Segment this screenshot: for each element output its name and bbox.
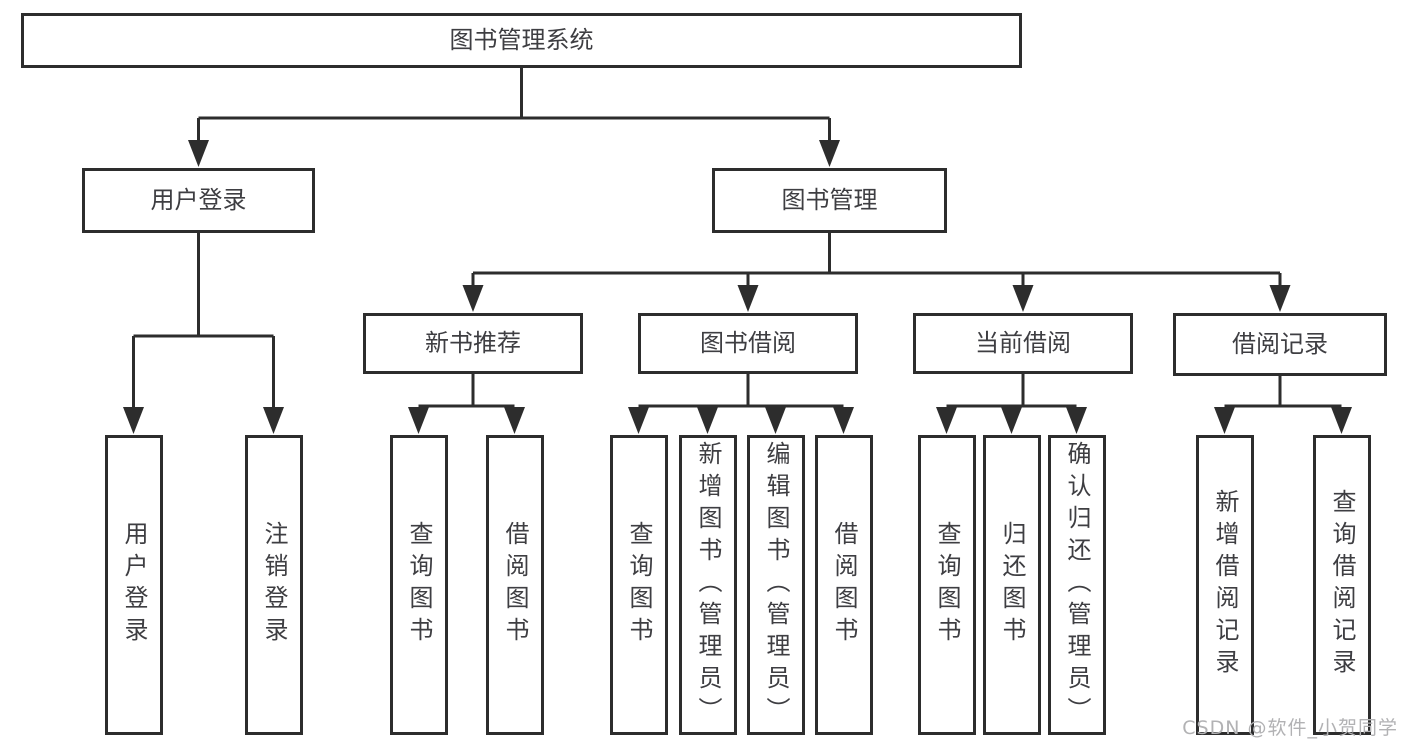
node-label: 当前借阅 — [975, 329, 1071, 358]
leaf-label: 确认归还（管理员） — [1063, 441, 1091, 729]
leaf-query-books-current: 查询图书 — [918, 435, 976, 735]
node-borrowing-records: 借阅记录 — [1173, 313, 1387, 376]
leaf-label: 归还图书 — [998, 521, 1026, 649]
leaf-label: 注销登录 — [260, 521, 288, 649]
leaf-confirm-return-admin: 确认归还（管理员） — [1048, 435, 1106, 735]
leaf-borrow-books: 借阅图书 — [815, 435, 873, 735]
node-label: 图书管理 — [781, 186, 878, 215]
leaf-edit-book-admin: 编辑图书（管理员） — [747, 435, 805, 735]
node-new-book-recommendation: 新书推荐 — [363, 313, 583, 374]
leaf-query-books-borrow: 查询图书 — [610, 435, 668, 735]
node-label: 图书管理系统 — [449, 26, 594, 55]
leaf-label: 新增借阅记录 — [1211, 489, 1239, 681]
node-library-management-system: 图书管理系统 — [21, 13, 1022, 68]
leaf-query-borrow-record: 查询借阅记录 — [1313, 435, 1371, 735]
node-current-borrowing: 当前借阅 — [913, 313, 1133, 374]
leaf-label: 借阅图书 — [830, 521, 858, 649]
leaf-user-login: 用户登录 — [105, 435, 163, 735]
leaf-label: 查询图书 — [625, 521, 653, 649]
node-book-borrowing: 图书借阅 — [638, 313, 858, 374]
node-user-login: 用户登录 — [82, 168, 315, 233]
node-label: 新书推荐 — [425, 329, 521, 358]
leaf-label: 查询借阅记录 — [1328, 489, 1356, 681]
node-label: 用户登录 — [150, 186, 247, 215]
leaf-label: 编辑图书（管理员） — [762, 441, 790, 729]
node-label: 借阅记录 — [1232, 330, 1328, 359]
leaf-logout: 注销登录 — [245, 435, 303, 735]
leaf-label: 用户登录 — [120, 521, 148, 649]
node-label: 图书借阅 — [700, 329, 796, 358]
leaf-query-books-recommend: 查询图书 — [390, 435, 448, 735]
leaf-label: 查询图书 — [405, 521, 433, 649]
leaf-borrow-books-recommend: 借阅图书 — [486, 435, 544, 735]
leaf-label: 新增图书（管理员） — [694, 441, 722, 729]
watermark: CSDN @软件_小贺同学 — [1182, 717, 1398, 739]
leaf-label: 查询图书 — [933, 521, 961, 649]
leaf-return-books: 归还图书 — [983, 435, 1041, 735]
arrowheads — [123, 140, 1352, 434]
leaf-add-book-admin: 新增图书（管理员） — [679, 435, 737, 735]
node-book-management: 图书管理 — [712, 168, 947, 233]
leaf-label: 借阅图书 — [501, 521, 529, 649]
leaf-add-borrow-record: 新增借阅记录 — [1196, 435, 1254, 735]
